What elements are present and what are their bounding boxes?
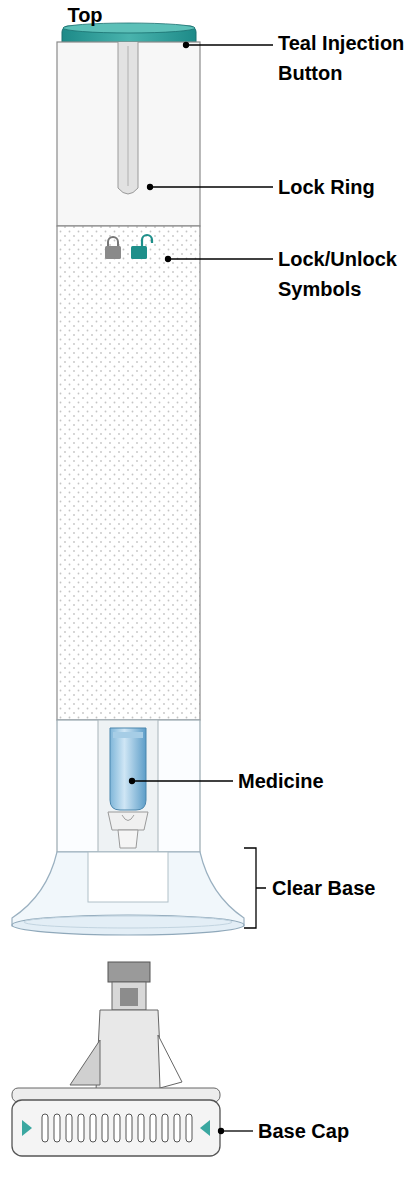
part-label: Clear Base bbox=[272, 873, 412, 903]
clear-base bbox=[12, 852, 244, 935]
knurl-groove bbox=[150, 1114, 156, 1142]
part-label: Medicine bbox=[238, 766, 368, 796]
part-label: Base Cap bbox=[258, 1116, 398, 1146]
part-label: Top bbox=[40, 0, 130, 30]
knurl-groove bbox=[186, 1114, 192, 1142]
part-label: Lock Ring bbox=[278, 172, 408, 202]
lock-symbol bbox=[105, 237, 121, 259]
base-cap bbox=[12, 962, 220, 1156]
knurl-groove bbox=[114, 1114, 120, 1142]
needle-holder bbox=[108, 812, 148, 848]
knurl-groove bbox=[54, 1114, 60, 1142]
knurl-groove bbox=[42, 1114, 48, 1142]
knurl-groove bbox=[66, 1114, 72, 1142]
knurl-groove bbox=[90, 1114, 96, 1142]
unlock-symbol bbox=[131, 235, 152, 259]
knurl-groove bbox=[162, 1114, 168, 1142]
knurl-groove bbox=[126, 1114, 132, 1142]
medicine-vial bbox=[110, 728, 146, 810]
knurl-groove bbox=[138, 1114, 144, 1142]
knurl-groove bbox=[102, 1114, 108, 1142]
part-label: Lock/Unlock Symbols bbox=[278, 244, 413, 304]
leader-lines bbox=[130, 43, 274, 1134]
lock-ring bbox=[57, 42, 200, 226]
knurl-groove bbox=[78, 1114, 84, 1142]
knurl-groove bbox=[174, 1114, 180, 1142]
part-label: Teal Injection Button bbox=[278, 28, 408, 88]
clear-window bbox=[57, 720, 200, 852]
pen-body bbox=[57, 226, 200, 720]
